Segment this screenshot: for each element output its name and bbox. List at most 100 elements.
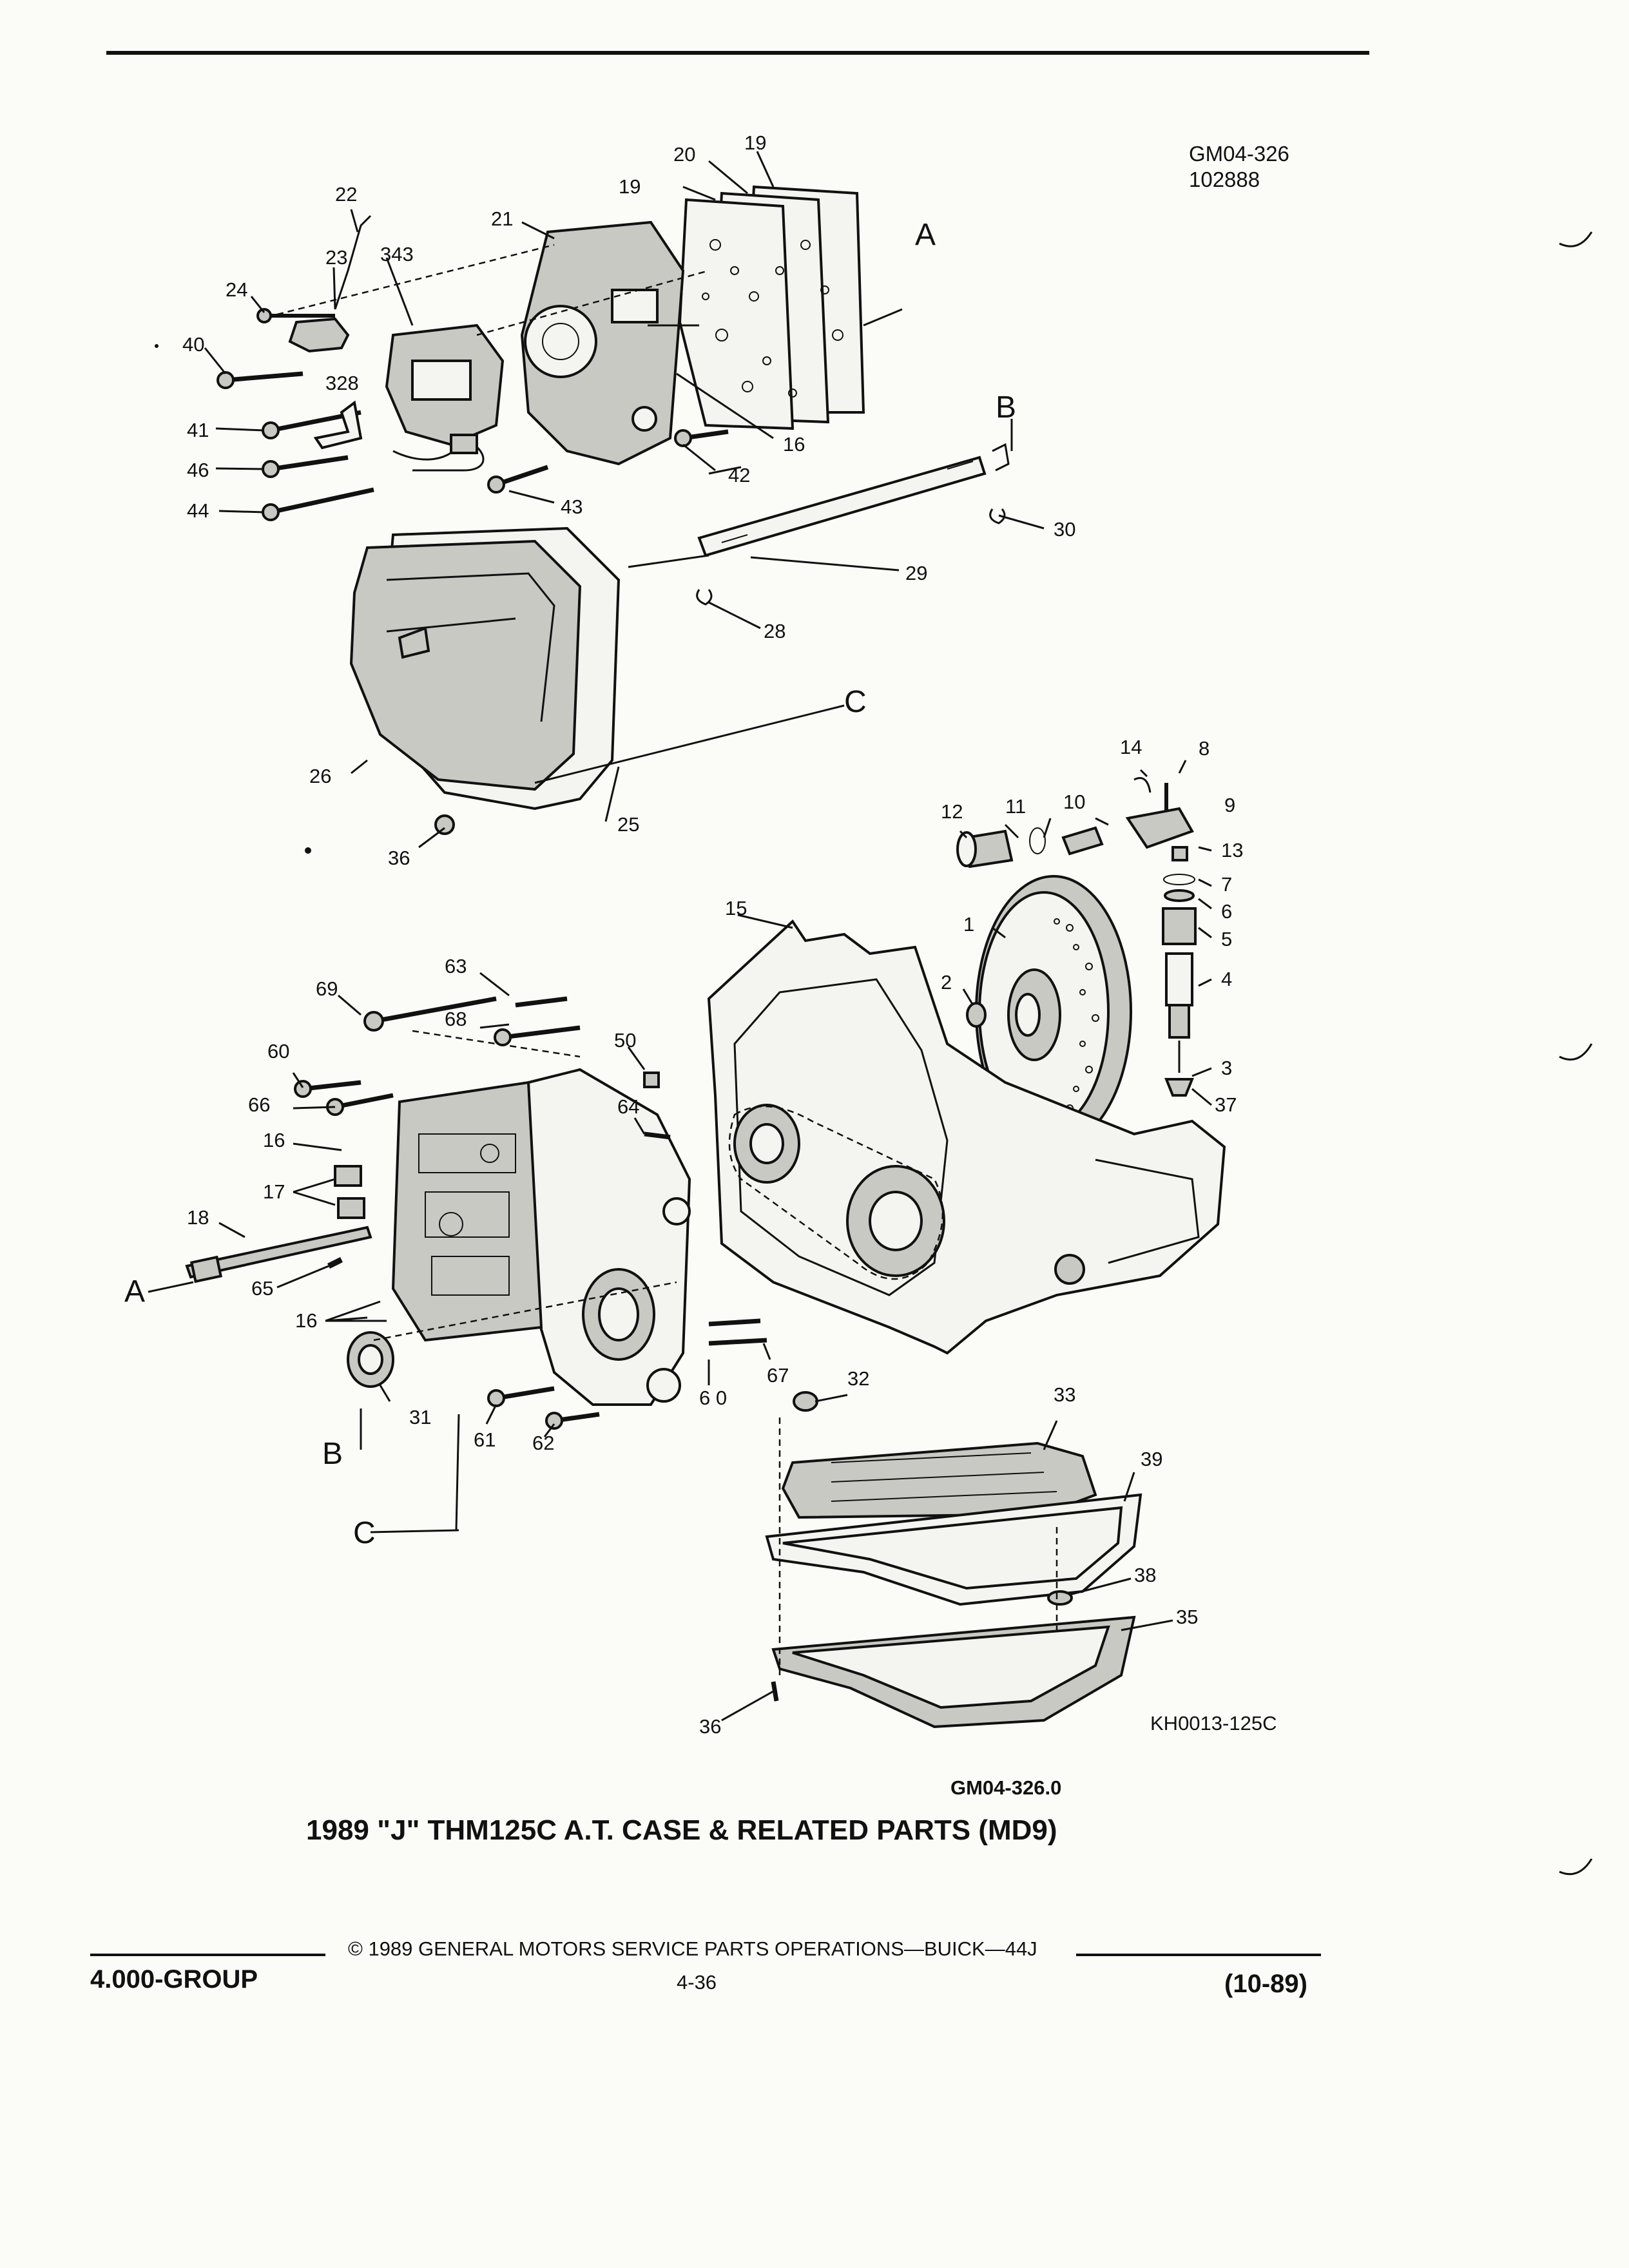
plug-17a — [334, 1165, 362, 1187]
washer-6 — [1164, 889, 1195, 902]
callout-69: 69 — [316, 977, 338, 1000]
output-shaft — [696, 443, 1010, 606]
channel-plate — [391, 1081, 543, 1342]
callout-61: 61 — [474, 1428, 496, 1451]
callout-6: 6 — [1221, 900, 1232, 923]
shaft-4 — [1165, 952, 1193, 1006]
ref-letter-a-top: A — [915, 218, 936, 252]
callout-36: 36 — [388, 847, 410, 869]
case-port — [1054, 1254, 1085, 1285]
ref-line-a-top — [863, 308, 903, 327]
callout-43: 43 — [561, 495, 583, 518]
callout-7: 7 — [1221, 873, 1232, 896]
callout-numbers: 19 20 19 21 22 23 343 24 40 328 41 46 44… — [182, 131, 1243, 1738]
callout-38: 38 — [1134, 1564, 1156, 1586]
callout-12: 12 — [941, 800, 963, 823]
cover-bolts — [294, 996, 767, 1430]
callout-16: 16 — [263, 1129, 285, 1151]
bolt-36-top — [434, 814, 455, 835]
ref-letter-c-top: C — [844, 685, 867, 719]
seal-7 — [1163, 874, 1195, 885]
callout-8: 8 — [1199, 737, 1210, 760]
callout-28: 28 — [764, 620, 786, 642]
callout-37: 37 — [1215, 1093, 1237, 1116]
callout-16: 16 — [783, 433, 805, 456]
washer-38 — [1047, 1590, 1073, 1606]
callout-26: 26 — [309, 765, 331, 787]
callout-66: 66 — [248, 1093, 270, 1116]
align-line-2 — [476, 269, 709, 336]
part-37 — [1164, 1078, 1194, 1097]
callout-41: 41 — [187, 419, 209, 441]
callout-35: 35 — [1176, 1606, 1198, 1628]
ref-line-c-top — [534, 704, 845, 784]
throttle-wire — [334, 215, 372, 310]
figure-title: 1989 "J" THM125C A.T. CASE & RELATED PAR… — [306, 1814, 1057, 1846]
oil-pan-group — [765, 1391, 1142, 1729]
case-side — [1095, 1158, 1200, 1264]
cover-ribs — [386, 572, 555, 722]
callout-22: 22 — [335, 183, 357, 206]
callout-3: 3 — [1221, 1057, 1232, 1079]
callout-10: 10 — [1063, 791, 1085, 813]
callout-19: 19 — [744, 131, 766, 154]
footer-group: 4.000-GROUP — [90, 1965, 258, 1994]
callout-1: 1 — [963, 913, 974, 936]
fitting-10 — [1061, 826, 1104, 856]
tube-18 — [185, 1225, 372, 1279]
callout-15: 15 — [725, 897, 747, 919]
callout-62: 62 — [532, 1432, 554, 1454]
callout-60: 60 — [267, 1040, 289, 1062]
callout-42: 42 — [728, 464, 750, 486]
sensor-9 — [1125, 807, 1194, 849]
cover-boss-1 — [662, 1197, 691, 1225]
valve-body — [520, 220, 685, 466]
speck — [155, 344, 159, 348]
ref-letter-a-left: A — [124, 1274, 145, 1309]
shaft-splines — [992, 443, 1010, 472]
callout-63: 63 — [445, 955, 467, 977]
callout-25: 25 — [617, 813, 639, 836]
o-ring-11 — [1029, 827, 1046, 854]
callout-18: 18 — [187, 1206, 209, 1229]
bracket-328 — [313, 400, 363, 450]
aux-valve-face — [411, 360, 472, 401]
part-13 — [1171, 846, 1188, 861]
callout-65: 65 — [251, 1277, 273, 1300]
callout-50: 50 — [614, 1029, 636, 1052]
speedometer-group — [956, 777, 1197, 1097]
footer-date: (10-89) — [1224, 1970, 1307, 1998]
seal-32 — [793, 1391, 818, 1412]
cover-rib-2 — [386, 617, 516, 633]
gear-5 — [1162, 907, 1197, 945]
callout-29: 29 — [905, 562, 927, 584]
transaxle-case — [707, 919, 1226, 1355]
callout-67: 67 — [767, 1364, 789, 1387]
callout-23: 23 — [325, 246, 347, 269]
callout-21: 21 — [491, 207, 513, 230]
callout-30: 30 — [1054, 518, 1075, 541]
seal-2 — [966, 1002, 987, 1028]
ref-code: GM04-326 — [1189, 142, 1289, 166]
sleeve-12-end — [956, 831, 977, 867]
snap-ring-28 — [696, 589, 713, 606]
gear-4b — [1168, 1004, 1190, 1039]
clip-14 — [1133, 777, 1152, 793]
illustration-code: KH0013-125C — [1150, 1712, 1277, 1735]
valve-body-bore — [524, 305, 597, 378]
ref-letter-c-left: C — [353, 1516, 376, 1550]
callout-11: 11 — [1005, 795, 1026, 818]
binder-mark-3 — [1559, 1858, 1593, 1876]
callout-343: 343 — [380, 243, 414, 265]
align-line-3 — [412, 1030, 581, 1058]
ref-letter-b-left: B — [322, 1437, 343, 1471]
callout-46: 46 — [187, 459, 209, 481]
filter-ribs — [831, 1452, 1057, 1502]
callout-40: 40 — [182, 333, 204, 356]
binder-mark-2 — [1559, 1043, 1593, 1061]
tube-fitting — [189, 1255, 223, 1283]
plug-17b — [337, 1197, 365, 1219]
callout-24: 24 — [226, 278, 247, 301]
leader-lines — [148, 151, 1212, 1722]
